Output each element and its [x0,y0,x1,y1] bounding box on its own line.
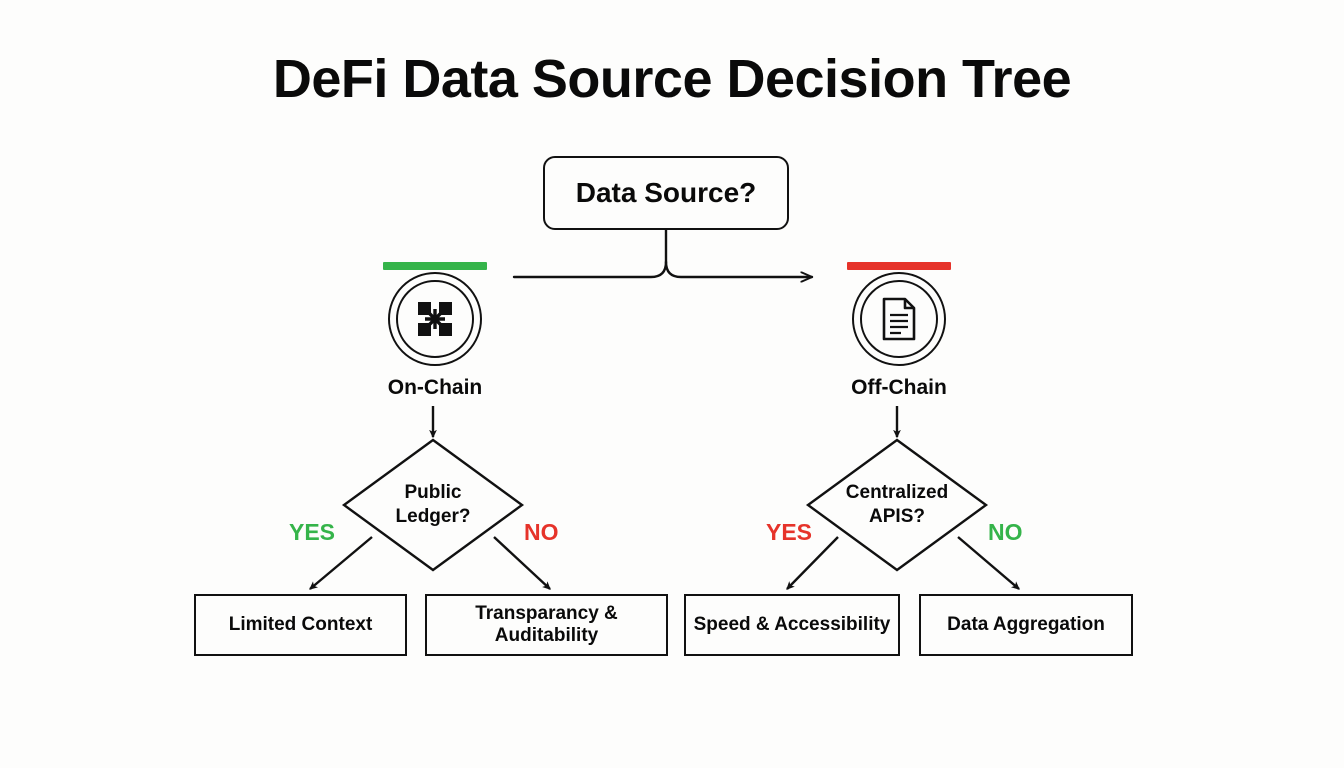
root-node-data-source[interactable]: Data Source? [543,156,789,230]
edge-label-centralized-apis-no: NO [988,519,1023,545]
on-chain-accent-bar [383,262,487,270]
edge-label-public-ledger-no: NO [524,519,559,545]
page-title: DeFi Data Source Decision Tree [272,49,1072,109]
leaf-label: Limited Context [228,614,373,635]
leaf-node-data-aggregation[interactable]: Data Aggregation [919,594,1133,656]
off-chain-icon-inner-ring [860,280,938,358]
public-ledger-label-line2: Ledger? [395,506,471,527]
on-chain-label: On-Chain [387,376,483,399]
public-ledger-label-line1: Public [404,482,462,504]
edge-label-public-ledger-yes: YES [289,519,336,545]
document-icon [882,297,916,341]
off-chain-label: Off-Chain [851,376,947,399]
diamond-shape [805,438,989,572]
diamond-shape [341,438,525,572]
centralized-apis-label-line2: APIS? [869,506,925,527]
decision-node-public-ledger[interactable]: Public Ledger? [341,437,525,573]
leaf-label: Transparancy & Auditability [475,603,618,646]
branch-node-off-chain[interactable]: Off-Chain [824,262,974,400]
root-node-label: Data Source? [575,177,757,208]
blockchain-network-icon [418,302,452,336]
centralized-apis-label: Centralized APIS? [805,437,989,573]
centralized-apis-label-line1: Centralized [845,482,949,504]
on-chain-icon-inner-ring [396,280,474,358]
edge-label-centralized-apis-yes: YES [766,519,813,545]
public-ledger-label: Public Ledger? [341,437,525,573]
branch-node-on-chain[interactable]: On-Chain [360,262,510,400]
leaf-node-transparency-auditability[interactable]: Transparancy & Auditability [425,594,668,656]
leaf-label: Speed & Accessibility [693,614,891,635]
leaf-node-speed-accessibility[interactable]: Speed & Accessibility [684,594,900,656]
root-split-connector [512,227,814,277]
leaf-label: Data Aggregation [947,614,1105,635]
decision-node-centralized-apis[interactable]: Centralized APIS? [805,437,989,573]
on-chain-icon-ring [388,272,482,366]
off-chain-accent-bar [847,262,951,270]
off-chain-icon-ring [852,272,946,366]
leaf-node-limited-context[interactable]: Limited Context [194,594,407,656]
